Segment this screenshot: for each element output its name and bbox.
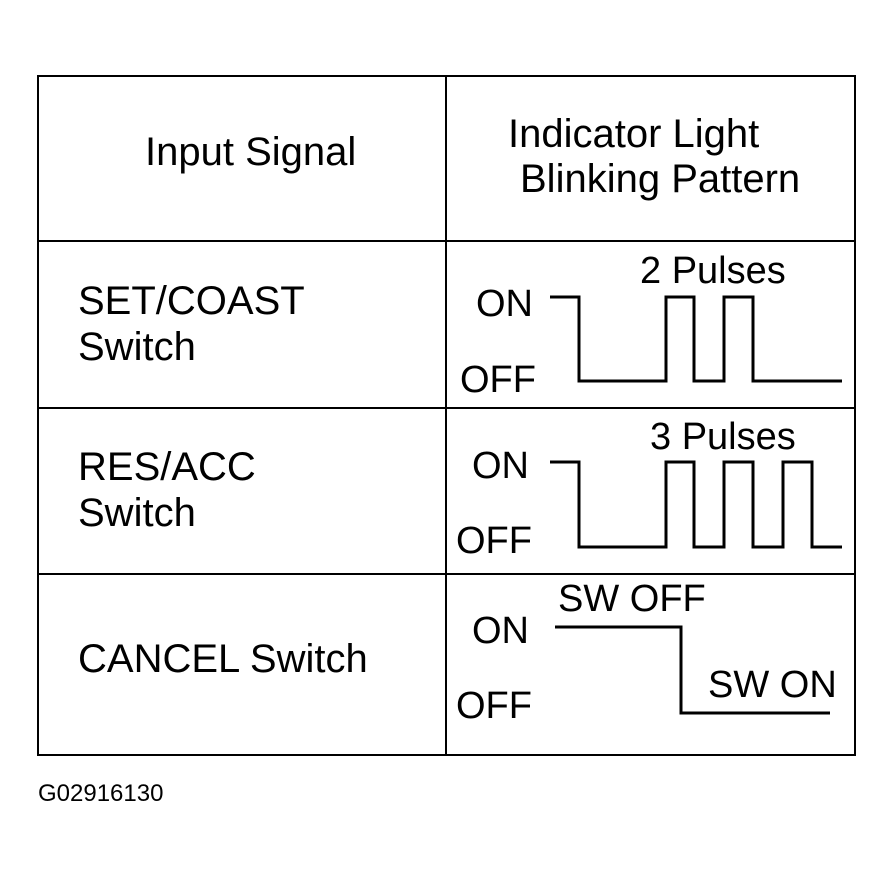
res-acc-off-label: OFF [456,520,532,562]
cancel-waveform [555,625,830,715]
header-indicator-line1: Indicator Light [508,112,759,156]
cancel-off-label: OFF [456,685,532,727]
res-acc-on-label: ON [472,445,529,487]
set-coast-label-line2: Switch [78,325,196,369]
set-coast-waveform [550,295,842,383]
figure-id: G02916130 [38,780,164,807]
cancel-sw-on-label: SW ON [708,664,837,706]
header-input-signal: Input Signal [145,130,356,174]
set-coast-off-label: OFF [460,359,536,401]
cancel-sw-off-label: SW OFF [558,578,706,620]
set-coast-label-line1: SET/COAST [78,279,305,323]
res-acc-pulses-annotation: 3 Pulses [650,416,796,458]
cancel-label: CANCEL Switch [78,637,368,681]
res-acc-label-line1: RES/ACC [78,445,256,489]
set-coast-on-label: ON [476,283,533,325]
set-coast-pulses-annotation: 2 Pulses [640,250,786,292]
res-acc-waveform [550,460,842,549]
header-indicator-line2: Blinking Pattern [520,157,800,201]
res-acc-label-line2: Switch [78,491,196,535]
cancel-on-label: ON [472,610,529,652]
